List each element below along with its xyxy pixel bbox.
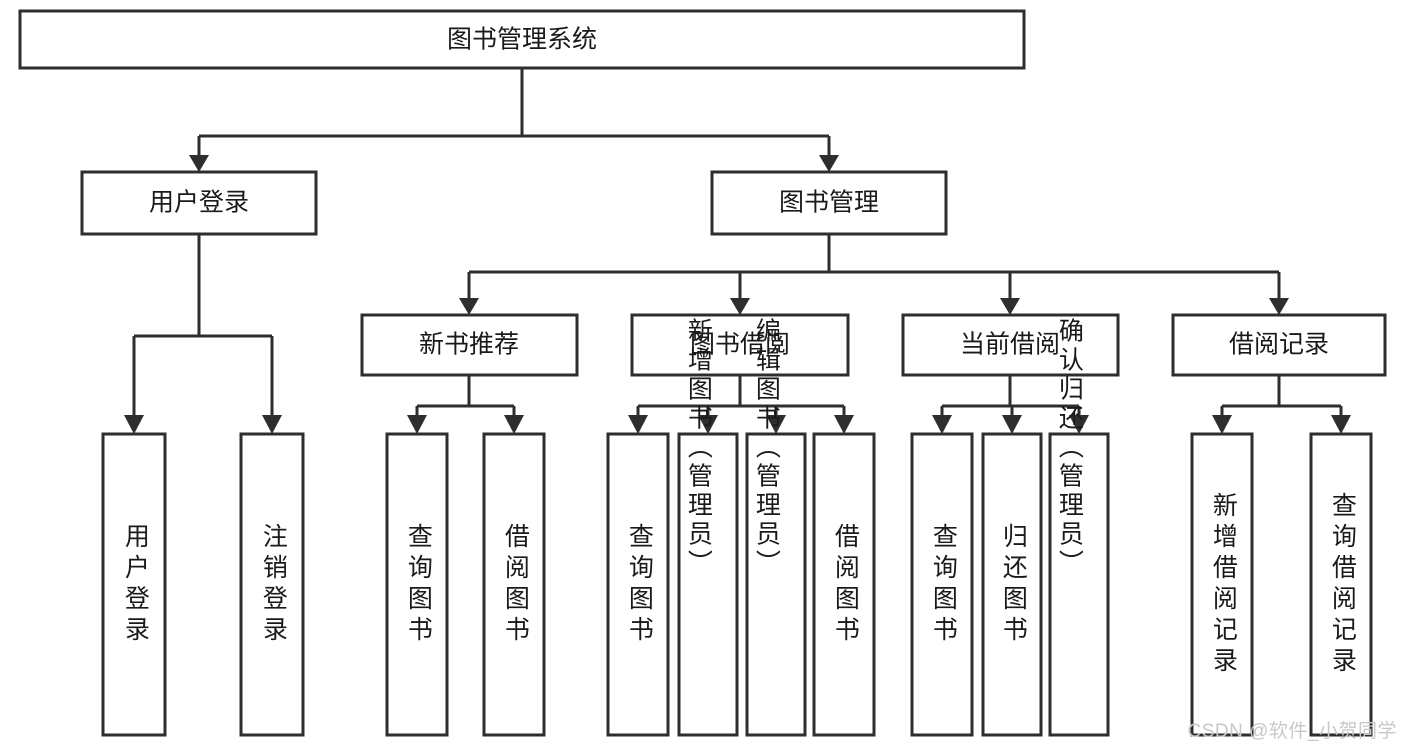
node-book-management-box[interactable] <box>710 170 948 236</box>
leaf-query-book-borrow-label: 查询图书 <box>625 523 654 647</box>
node-book-management-label: 图书管理 <box>779 189 879 217</box>
arrow-head-leaf-add-record <box>1212 415 1232 434</box>
arrow-head-leaf-borrow-book-2 <box>834 415 854 434</box>
arrow-head-leaf-edit-book <box>766 415 786 434</box>
node-user-login[interactable]: 用户登录 <box>80 170 318 236</box>
arrow-head-leaf-add-book <box>698 415 718 434</box>
node-current-borrow-label: 当前借阅 <box>960 331 1060 359</box>
leaf-borrow-book-box[interactable] <box>812 432 876 737</box>
leaf-confirm-return-label: 确认归还（管理员） <box>1055 318 1084 579</box>
leaf-query-borrow-record[interactable]: 查询借阅记录 <box>1309 432 1373 737</box>
leaf-add-book-label: 新增图书（管理员） <box>684 318 713 579</box>
connector-userlogin-to-leaves <box>132 234 274 417</box>
node-new-book-recommend-label: 新书推荐 <box>419 331 519 359</box>
leaf-query-borrow-record-box[interactable] <box>1309 432 1373 737</box>
leaf-user-login-box[interactable] <box>101 432 167 737</box>
node-root-book-management-system[interactable]: 图书管理系统 <box>18 9 1026 70</box>
leaf-logout-login[interactable]: 注销登录 <box>239 432 305 737</box>
leaf-edit-book-box[interactable] <box>745 432 807 737</box>
leaf-add-borrow-record-label: 新增借阅记录 <box>1209 492 1238 678</box>
node-borrow-record[interactable]: 借阅记录 <box>1171 313 1387 377</box>
leaf-query-book-borrow-box[interactable] <box>606 432 670 737</box>
arrow-head-leaf-logout-login <box>262 415 282 434</box>
connectors <box>124 68 1351 434</box>
arrow-head-borrow-record <box>1269 298 1289 315</box>
leaf-return-book[interactable]: 归还图书 <box>981 432 1043 737</box>
leaf-borrow-book-label: 借阅图书 <box>831 523 860 647</box>
arrow-head-leaf-query-book-2 <box>628 415 648 434</box>
leaf-return-book-label: 归还图书 <box>999 523 1028 647</box>
leaf-confirm-return-box[interactable] <box>1048 432 1110 737</box>
node-root-label: 图书管理系统 <box>447 26 597 54</box>
arrow-head-book-manage <box>819 155 839 172</box>
leaf-return-book-box[interactable] <box>981 432 1043 737</box>
leaf-borrow-book-recommend[interactable]: 借阅图书 <box>482 432 546 737</box>
leaf-query-book-recommend-box[interactable] <box>385 432 449 737</box>
node-current-borrow[interactable]: 当前借阅 <box>901 313 1120 377</box>
arrow-head-new-book-recommend <box>459 298 479 315</box>
connector-root-to-level2 <box>197 68 831 157</box>
leaf-user-login-label: 用户登录 <box>121 523 150 647</box>
leaf-query-book-current-box[interactable] <box>910 432 974 737</box>
connector-bookmanage-to-level3 <box>467 234 1281 300</box>
leaf-edit-book[interactable]: 编辑图书（管理员） <box>745 318 807 737</box>
leaf-query-borrow-record-label: 查询借阅记录 <box>1328 492 1357 678</box>
leaf-add-book[interactable]: 新增图书（管理员） <box>677 318 739 737</box>
node-book-borrow-label: 图书借阅 <box>690 331 790 359</box>
arrow-head-leaf-borrow-book-1 <box>504 415 524 434</box>
connector-bookborrow-to-leaves <box>636 375 846 417</box>
leaf-logout-login-label: 注销登录 <box>259 523 288 647</box>
node-current-borrow-box[interactable] <box>901 313 1120 377</box>
node-book-borrow[interactable]: 图书借阅 <box>630 313 850 377</box>
leaf-logout-login-box[interactable] <box>239 432 305 737</box>
connector-currentborrow-to-leaves <box>940 375 1081 417</box>
leaf-borrow-book-recommend-label: 借阅图书 <box>501 523 530 647</box>
leaf-borrow-book-recommend-box[interactable] <box>482 432 546 737</box>
leaf-confirm-return[interactable]: 确认归还（管理员） <box>1048 318 1110 737</box>
node-book-borrow-box[interactable] <box>630 313 850 377</box>
leaf-user-login[interactable]: 用户登录 <box>101 432 167 737</box>
leaf-query-book-borrow[interactable]: 查询图书 <box>606 432 670 737</box>
node-borrow-record-label: 借阅记录 <box>1229 331 1329 359</box>
arrow-head-leaf-return-book <box>1002 415 1022 434</box>
leaf-query-book-recommend-label: 查询图书 <box>404 523 433 647</box>
leaf-add-borrow-record-box[interactable] <box>1190 432 1254 737</box>
leaf-edit-book-label: 编辑图书（管理员） <box>752 318 781 579</box>
node-root-box[interactable] <box>18 9 1026 70</box>
connector-newbook-to-leaves <box>415 375 516 417</box>
node-user-login-label: 用户登录 <box>149 189 249 217</box>
node-borrow-record-box[interactable] <box>1171 313 1387 377</box>
arrow-head-user-login <box>189 155 209 172</box>
node-new-book-recommend-box[interactable] <box>360 313 579 377</box>
arrow-head-leaf-user-login <box>124 415 144 434</box>
leaf-add-borrow-record[interactable]: 新增借阅记录 <box>1190 432 1254 737</box>
leaf-borrow-book[interactable]: 借阅图书 <box>812 432 876 737</box>
arrow-head-leaf-confirm-return <box>1069 415 1089 434</box>
leaf-add-book-box[interactable] <box>677 432 739 737</box>
arrow-head-book-borrow <box>730 298 750 315</box>
arrow-head-leaf-query-book-3 <box>932 415 952 434</box>
leaf-query-book-current-label: 查询图书 <box>929 523 958 647</box>
arrow-head-leaf-query-record <box>1331 415 1351 434</box>
node-new-book-recommend[interactable]: 新书推荐 <box>360 313 579 377</box>
node-user-login-box[interactable] <box>80 170 318 236</box>
leaf-query-book-recommend[interactable]: 查询图书 <box>385 432 449 737</box>
leaf-query-book-current[interactable]: 查询图书 <box>910 432 974 737</box>
connector-borrowrecord-to-leaves <box>1220 375 1343 417</box>
node-book-management[interactable]: 图书管理 <box>710 170 948 236</box>
arrow-head-current-borrow <box>1000 298 1020 315</box>
arrow-head-leaf-query-book-1 <box>407 415 427 434</box>
